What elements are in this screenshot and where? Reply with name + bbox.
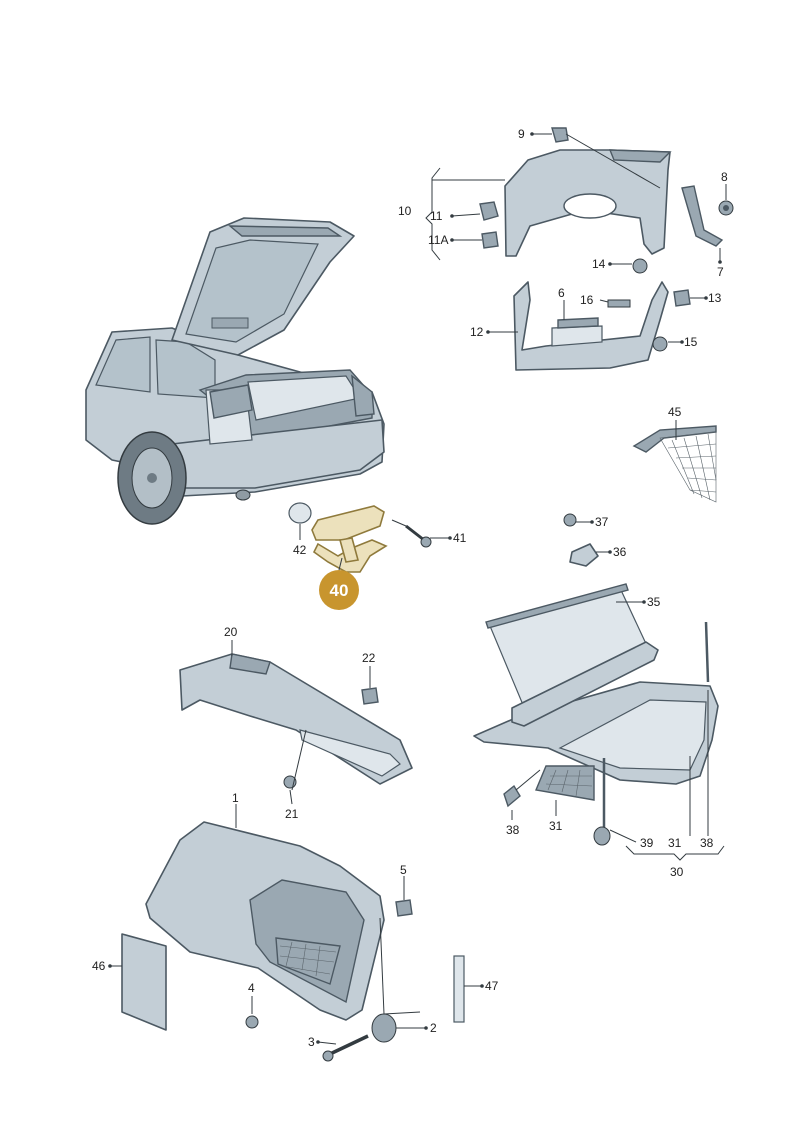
- label-6: 6: [558, 286, 565, 300]
- label-11a: 11A: [428, 233, 448, 247]
- parcel-shelf-assembly: [473, 513, 719, 846]
- label-21: 21: [285, 807, 299, 821]
- car-illustration: [85, 217, 385, 525]
- label-1: 1: [232, 791, 239, 805]
- label-20: 20: [224, 625, 238, 639]
- label-11: 11: [430, 209, 443, 223]
- trunk-panel-trim-12: [513, 258, 691, 371]
- label-46: 46: [92, 959, 106, 973]
- tube-47: [453, 955, 465, 1023]
- label-15: 15: [684, 335, 698, 349]
- label-7: 7: [717, 265, 724, 279]
- label-12: 12: [470, 325, 484, 339]
- grommet-42: [288, 502, 312, 524]
- trunk-lid-trim-assembly: [479, 127, 734, 257]
- label-30: 30: [670, 865, 684, 879]
- luggage-net-45: [632, 425, 717, 503]
- part-40-badge-label: 40: [330, 581, 349, 600]
- screw-41: [405, 524, 432, 548]
- label-45: 45: [668, 405, 682, 419]
- label-16: 16: [580, 293, 594, 307]
- label-36: 36: [613, 545, 627, 559]
- highlighted-part-40[interactable]: 40: [311, 505, 388, 610]
- label-37: 37: [595, 515, 609, 529]
- leader-dots: [108, 132, 722, 1044]
- label-10: 10: [398, 204, 412, 218]
- label-8: 8: [721, 170, 728, 184]
- label-35: 35: [647, 595, 661, 609]
- label-14: 14: [592, 257, 606, 271]
- label-4: 4: [248, 981, 255, 995]
- label-13: 13: [708, 291, 722, 305]
- label-38-right: 38: [700, 836, 714, 850]
- label-2: 2: [430, 1021, 437, 1035]
- part-labels: 9 10 11 11A 8 7 14 6 16 13 12 15 45 42 4…: [92, 127, 728, 1049]
- label-47: 47: [485, 979, 499, 993]
- label-9: 9: [518, 127, 525, 141]
- side-trim-panel-1: [145, 821, 413, 1062]
- label-22: 22: [362, 651, 376, 665]
- label-31-left: 31: [549, 819, 563, 833]
- label-38-left: 38: [506, 823, 520, 837]
- rear-sill-trim-20: [179, 653, 413, 789]
- label-31-right: 31: [668, 836, 682, 850]
- label-39: 39: [640, 836, 654, 850]
- part-40-badge[interactable]: [319, 570, 359, 610]
- protective-sheet-46: [121, 933, 167, 1031]
- label-41: 41: [453, 531, 467, 545]
- label-5: 5: [400, 863, 407, 877]
- leader-lines: [110, 133, 727, 1045]
- label-42: 42: [293, 543, 307, 557]
- label-3: 3: [308, 1035, 315, 1049]
